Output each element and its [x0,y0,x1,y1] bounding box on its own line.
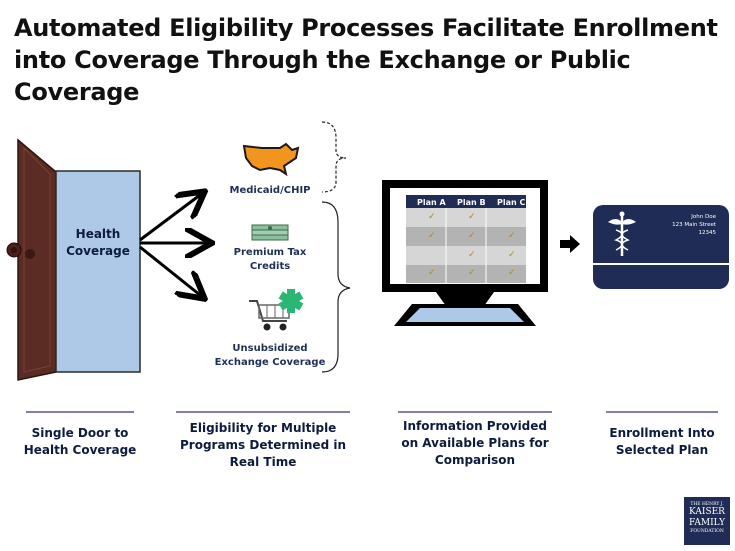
plan-check-mark: ✓ [468,212,476,222]
plan-check-mark: ✓ [468,231,476,241]
shopping-cart-medical-icon [249,289,304,331]
plan-a-header: Plan A [417,198,446,207]
caption-rule-2 [176,411,350,413]
unsubsidized-coverage-label: Unsubsidized Exchange Coverage [214,343,326,368]
kff-logo: THE HENRY J. KAISER FAMILY FOUNDATION [684,497,730,545]
logo-line-2: KAISER [689,507,725,517]
caption-single-door: Single Door to Health Coverage [23,426,137,457]
plan-c-header: Plan C [497,198,526,207]
insurance-card [593,205,729,289]
arrow-up-icon [139,195,200,242]
medicaid-chip-label: Medicaid/CHIP [229,185,311,196]
caption-plan-info: Information Provided on Available Plans … [401,419,549,467]
plan-check-mark: ✓ [468,268,476,278]
plan-check-mark: ✓ [508,268,516,278]
plan-check-mark: ✓ [428,231,436,241]
plan-check-mark: ✓ [508,231,516,241]
health-coverage-label: Health Coverage [66,227,130,258]
card-name: John Doe [691,214,716,220]
caption-rule-4 [606,411,718,413]
caption-eligibility: Eligibility for Multiple Programs Determ… [179,421,346,469]
logo-line-3: FAMILY [688,518,726,528]
arrow-right-small-icon [560,235,580,253]
money-stack-icon [251,224,289,241]
caption-rule-3 [398,411,552,413]
page-title: Automated Eligibility Processes Facilita… [14,14,718,106]
brace-icon [321,201,351,373]
plan-check-mark: ✓ [508,250,516,260]
arrow-down-icon [139,245,200,295]
plan-check-mark: ✓ [428,212,436,222]
logo-line-4: FOUNDATION [690,529,724,534]
usa-map-icon [242,142,300,177]
card-zip: 12345 [698,230,717,236]
dashed-brace-icon [321,121,347,193]
premium-tax-credits-label: Premium Tax Credits [233,247,307,272]
plan-check-mark: ✓ [468,250,476,260]
caption-enrollment: Enrollment Into Selected Plan [609,426,715,457]
health-coverage-panel [55,170,141,373]
branch-arrows [139,185,218,310]
plan-check-mark: ✓ [428,268,436,278]
card-street: 123 Main Street [672,222,716,228]
caduceus-icon [608,211,636,256]
caption-rule-1 [26,411,134,413]
grouping-braces [321,121,351,373]
logo-line-1: THE HENRY J. [690,502,724,507]
door-illustration [6,138,141,381]
plan-b-header: Plan B [457,198,486,207]
monitor-icon [382,180,548,326]
